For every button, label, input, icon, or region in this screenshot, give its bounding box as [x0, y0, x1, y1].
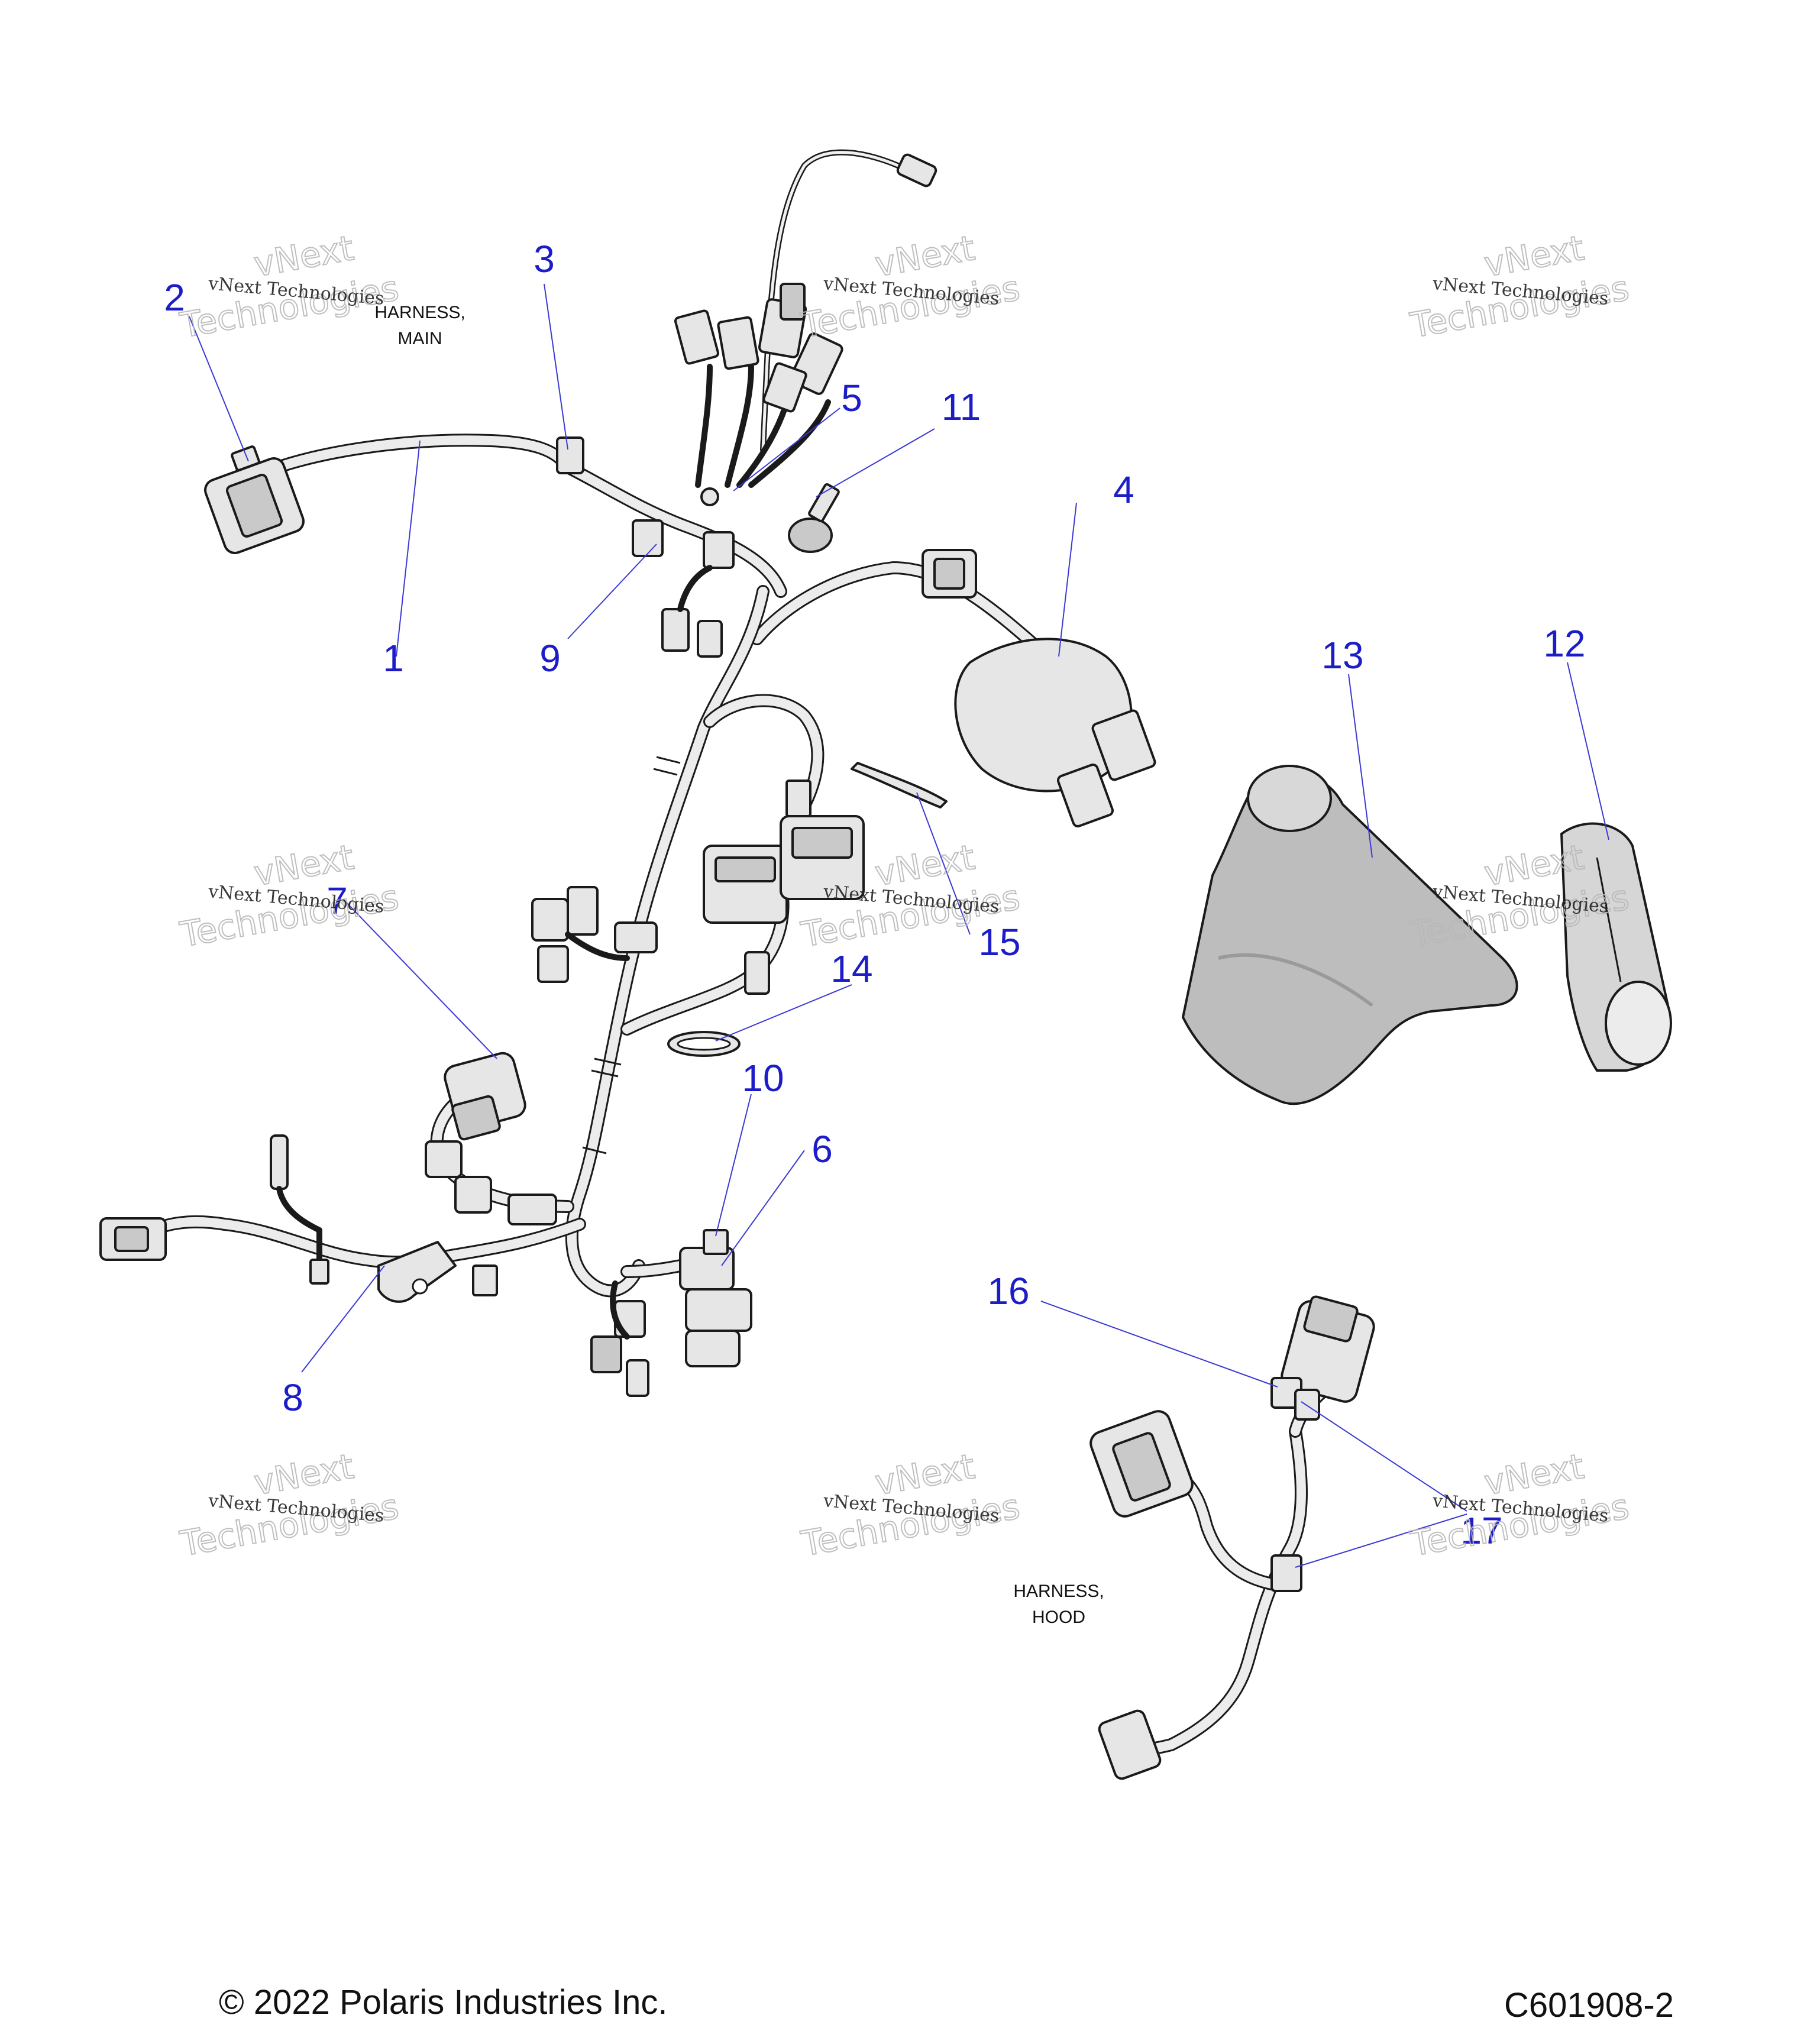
sensor-7 [425, 1052, 526, 1214]
callout-13: 13 [1321, 634, 1363, 677]
watermark-word1: vNext [1481, 1446, 1587, 1503]
callout-4: 4 [1113, 468, 1134, 511]
callout-1: 1 [383, 637, 404, 680]
callout-10: 10 [742, 1057, 784, 1099]
watermark-word1: vNext [251, 1446, 357, 1503]
caption-main-harness-line2: MAIN [398, 329, 442, 348]
callout-numbers: 1 2 3 4 5 6 7 8 9 10 11 12 13 14 15 16 1… [164, 238, 1585, 1552]
footer: © 2022 Polaris Industries Inc. C601908-2 [219, 1983, 1674, 2024]
callout-5: 5 [841, 377, 862, 419]
captions: HARNESS, MAIN HARNESS, HOOD [374, 303, 1104, 1627]
ecu-connectors [703, 780, 865, 924]
ground-bolt-11 [788, 483, 840, 553]
clip-10 [703, 1229, 729, 1255]
callout-3: 3 [534, 238, 555, 280]
callout-9: 9 [539, 637, 561, 680]
callout-17: 17 [1460, 1509, 1502, 1552]
callout-11: 11 [942, 386, 981, 428]
fitting-5 [700, 487, 719, 506]
callout-16: 16 [987, 1270, 1029, 1312]
callout-6: 6 [811, 1128, 833, 1170]
hood-harness [1089, 1295, 1375, 1780]
callout-7: 7 [326, 879, 348, 922]
watermark-word1: vNext [872, 1446, 978, 1503]
callout-14: 14 [830, 947, 872, 990]
copyright-notice: © 2022 Polaris Industries Inc. [219, 1983, 667, 2022]
callout-12: 12 [1543, 622, 1585, 665]
figure-id: C601908-2 [1504, 1986, 1674, 2024]
caption-main-harness-line1: HARNESS, [374, 303, 465, 322]
clip-3 [556, 436, 584, 474]
clip-9 [632, 519, 664, 557]
callout-8: 8 [282, 1376, 303, 1419]
watermark-word1: vNext [872, 837, 978, 894]
label-15 [851, 762, 948, 808]
caption-hood-harness-line2: HOOD [1032, 1608, 1085, 1627]
bracket-8 [377, 1241, 457, 1303]
connector-2 [204, 445, 305, 554]
clip-17 [1270, 1554, 1302, 1592]
relay-boot-4 [922, 549, 1156, 828]
caption-hood-harness-line1: HARNESS, [1013, 1581, 1104, 1601]
watermark-word1: vNext [251, 228, 357, 284]
watermark-word1: vNext [1481, 228, 1587, 284]
connector-cluster-6 [679, 1229, 752, 1367]
leader-lines [189, 283, 1609, 1568]
callout-15: 15 [978, 921, 1020, 963]
boot-13 [1181, 765, 1518, 1105]
callout-2: 2 [164, 276, 185, 319]
watermark-word1: vNext [872, 228, 978, 284]
main-harness [99, 149, 1156, 1397]
